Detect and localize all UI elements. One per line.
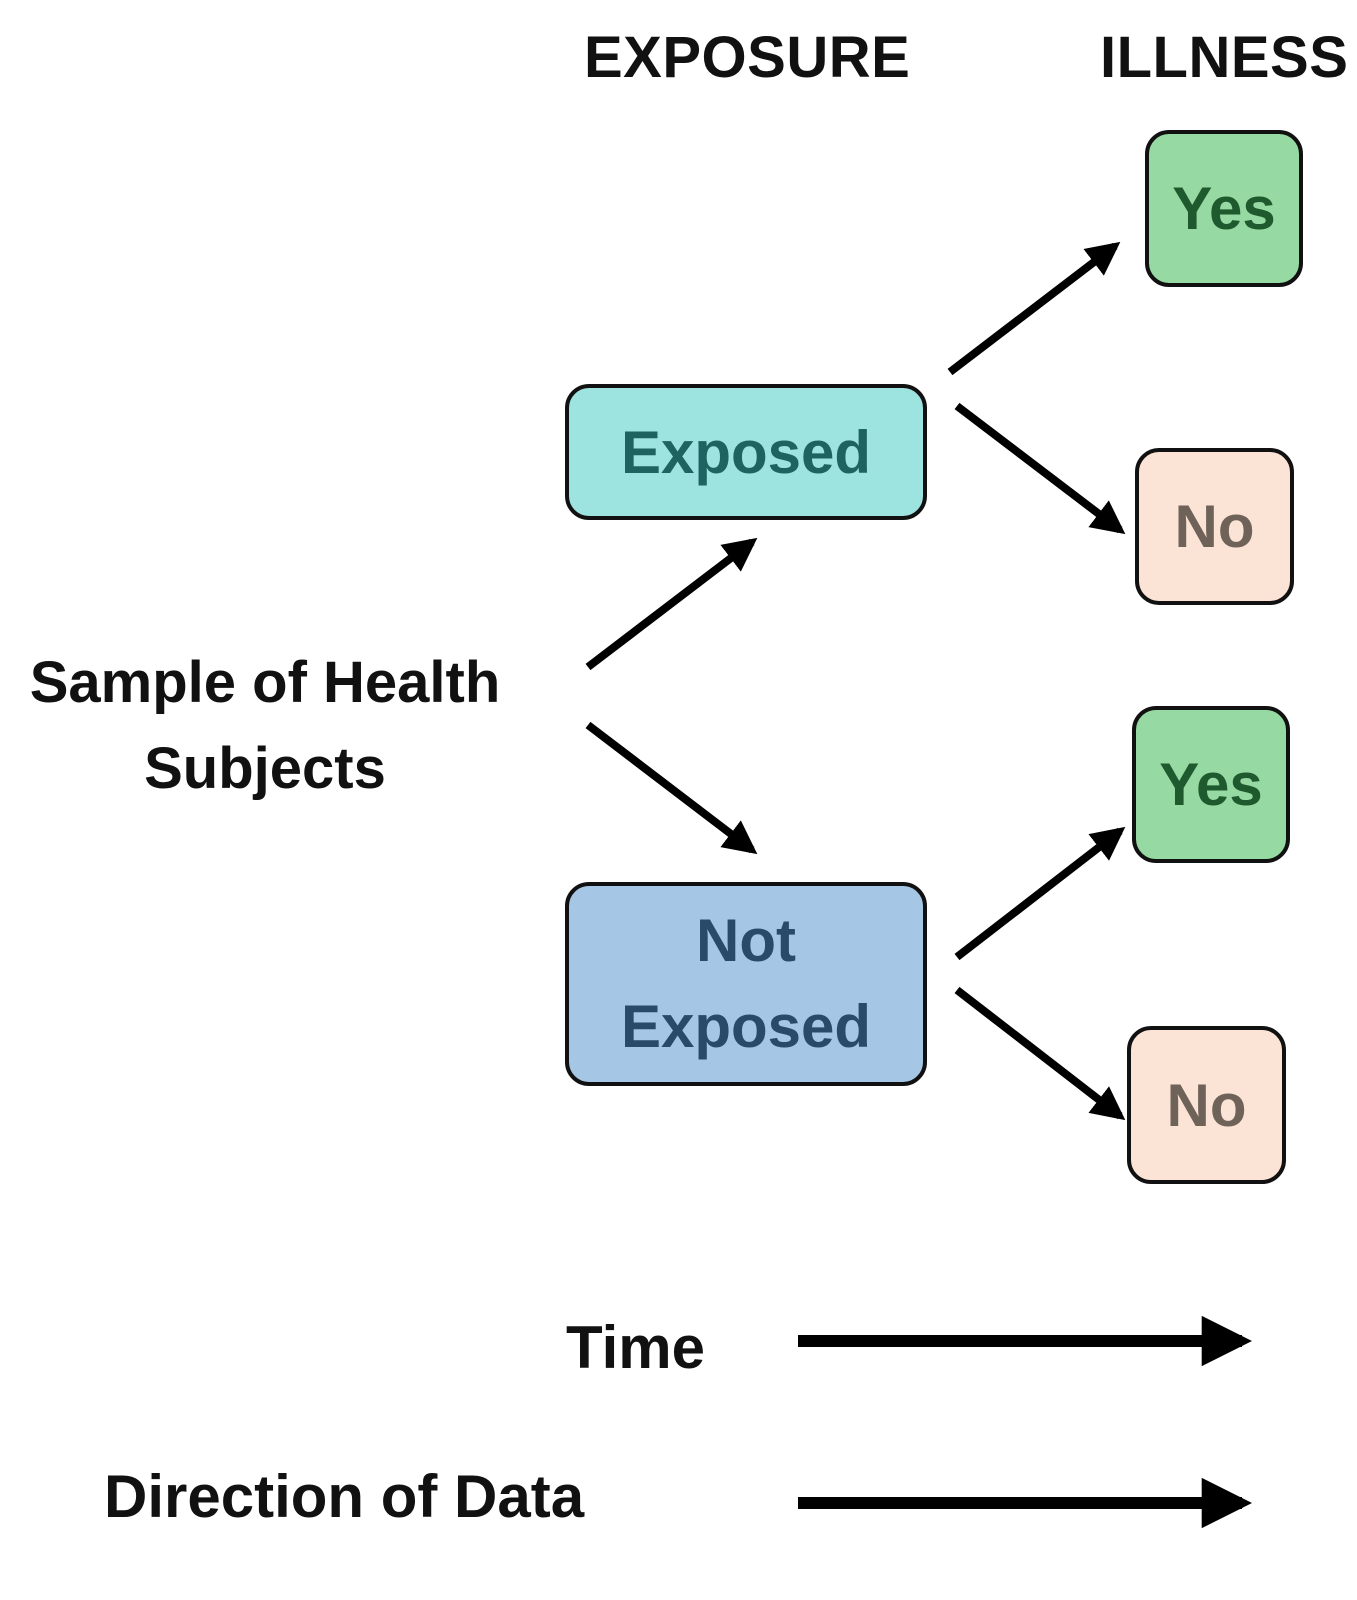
illness-yes-label-top: Yes: [1172, 175, 1276, 242]
arrow-sample-to-exposed: [585, 537, 758, 671]
illness-header: ILLNESS: [1100, 25, 1349, 90]
sample-label: Sample of Health Subjects: [0, 640, 530, 812]
illness-yes-box-bottom: Yes: [1132, 706, 1290, 863]
arrow-not-exposed-to-yes: [954, 826, 1126, 961]
arrow-exposed-to-yes: [947, 241, 1121, 376]
exposed-box: Exposed: [565, 384, 927, 520]
exposed-label: Exposed: [620, 418, 872, 486]
arrow-exposed-to-no: [954, 402, 1126, 535]
time-label: Time: [566, 1314, 705, 1381]
exposure-header: EXPOSURE: [584, 25, 911, 90]
illness-no-box-top: No: [1135, 448, 1294, 605]
sample-label-line2: Subjects: [144, 736, 386, 801]
arrow-not-exposed-to-no: [954, 986, 1126, 1121]
illness-no-box-bottom: No: [1127, 1026, 1286, 1184]
not-exposed-label-line2: Exposed: [620, 993, 872, 1060]
illness-no-label-bottom: No: [1166, 1071, 1247, 1139]
sample-label-line1: Sample of Health: [29, 650, 501, 715]
illness-yes-box-top: Yes: [1145, 130, 1303, 287]
not-exposed-box: Not Exposed: [565, 882, 927, 1086]
direction-of-data-label: Direction of Data: [104, 1463, 585, 1530]
not-exposed-label-line1: Not: [696, 907, 796, 974]
arrow-sample-to-not-exposed: [585, 721, 758, 855]
illness-yes-label-bottom: Yes: [1159, 751, 1263, 818]
illness-no-label-top: No: [1174, 493, 1255, 560]
